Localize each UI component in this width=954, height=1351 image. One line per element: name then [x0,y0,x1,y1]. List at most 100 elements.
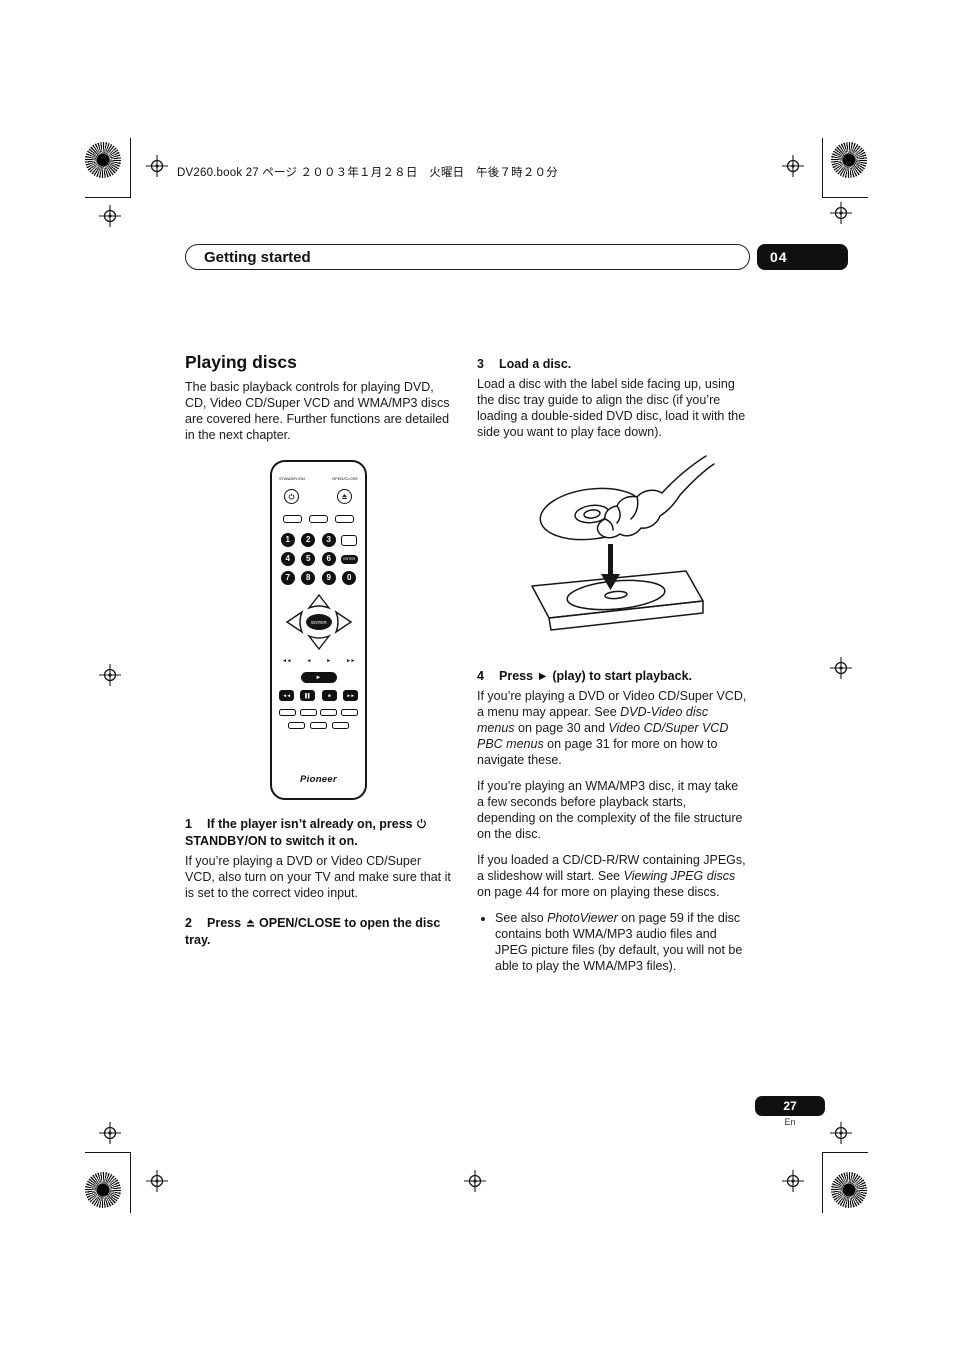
step-text: If the player isn’t already on, press [207,817,417,831]
step-text: STANDBY/ON to switch it on. [185,834,358,848]
notes-list: See also PhotoViewer on page 59 if the d… [483,910,747,974]
right-column: 3 Load a disc. Load a disc with the label… [477,354,747,974]
crop-mark [130,138,132,198]
remote-oval-button [340,709,358,716]
digit-key: 8 [301,571,316,585]
note-item: See also PhotoViewer on page 59 if the d… [495,910,747,974]
step-1-body: If you’re playing a DVD or Video CD/Supe… [185,854,451,900]
left-column: Playing discs The basic playback control… [185,352,452,952]
step-4-paragraph: If you’re playing a DVD or Video CD/Supe… [477,689,747,767]
step-number: 1 [185,817,192,831]
halftone-patch-top-left [85,142,121,178]
standby-icon [416,817,427,833]
hand-icon [596,455,715,539]
prev-button: ◄◄ [279,690,294,701]
remote-oval-button [309,515,328,523]
remote-cursor-pad: ENTER [285,593,352,651]
registration-mark-icon [830,202,852,224]
registration-mark-icon [99,664,121,686]
halftone-patch-bottom-left [85,1172,121,1208]
registration-mark-icon [99,205,121,227]
registration-mark-icon [146,1170,168,1192]
registration-mark-icon [830,657,852,679]
remote-oval-button [320,709,338,716]
registration-mark-icon [99,1122,121,1144]
next-button: ►► [342,690,358,701]
chapter-title: Getting started [204,248,311,266]
step-4-paragraph: If you’re playing an WMA/MP3 disc, it ma… [477,779,743,841]
chapter-title-bar: Getting started [185,244,750,270]
play-button: ► [300,672,337,683]
play-icon: ► [315,674,322,681]
remote-small-ovals-row [285,722,352,729]
digit-key: 6 [321,552,336,566]
step-text: Press ► (play) to start playback. [499,669,692,683]
digit-key: 7 [280,571,295,585]
spacer [279,732,358,766]
remote-oval-button [309,722,327,729]
openclose-label: OPEN/CLOSE [331,476,358,481]
standby-label: STANDBY/ON [279,476,305,481]
registration-mark-icon [146,155,168,177]
registration-mark-icon [830,1122,852,1144]
remote-number-pad: 1 2 3 4 5 6 ENTER 7 8 9 0 [279,533,358,585]
digit-key: 3 [321,533,336,547]
crop-mark [822,138,824,198]
scan-back-icon: ◄◄ [282,658,291,664]
digit-key: 5 [301,552,316,566]
enter-center-button [305,614,332,630]
crop-mark [822,1152,868,1154]
page-number: 27 [783,1099,797,1113]
remote-oval-button [279,709,296,716]
step-number: 2 [185,916,192,930]
chapter-number: 04 [770,249,788,265]
step-number: 3 [477,357,484,371]
remote-function-ovals [279,515,358,523]
section-title: Playing discs [185,352,297,372]
step-text: Press [207,916,245,930]
enter-center-label: ENTER [311,620,327,625]
step-1-heading: 1 If the player isn’t already on, press S… [185,816,452,849]
digit-key: 1 [280,533,295,547]
crop-mark [822,1153,824,1213]
registration-mark-icon [782,1170,804,1192]
print-file-header: DV260.book 27 ページ ２００３年１月２８日 火曜日 午後７時２０分 [177,167,558,179]
registration-mark-icon [464,1170,486,1192]
stop-button: ■ [321,690,337,701]
intro-paragraph: The basic playback controls for playing … [185,380,450,442]
remote-oval-button [299,709,317,716]
step-text: Load a disc. [499,357,572,371]
eject-icon [245,916,256,932]
remote-top-row: STANDBY/ON OPEN/CLOSE [279,471,358,504]
step-3-body: Load a disc with the label side facing u… [477,377,746,439]
step-3-heading: 3 Load a disc. [477,356,747,372]
remote-standby-group: STANDBY/ON [279,471,305,504]
halftone-patch-bottom-right [831,1172,867,1208]
chapter-number-badge: 04 [757,244,848,270]
crop-mark [822,197,868,199]
remote-small-ovals-row [279,709,358,716]
remote-scan-row: ◄◄ ◄ ► ►► [279,653,358,669]
disc-tray-icon [531,570,704,631]
remote-clear-button [341,534,358,546]
digit-key: 0 [342,571,357,585]
step-back-icon: ◄ [306,658,311,664]
registration-mark-icon [782,155,804,177]
step-fwd-icon: ► [326,658,331,664]
scan-fwd-icon: ►► [346,658,355,664]
page-number-badge: 27 [755,1096,825,1116]
page-language-label: En [784,1117,796,1127]
crop-mark [85,197,131,199]
remote-oval-button [287,722,305,729]
remote-openclose-group: OPEN/CLOSE [332,471,358,504]
pause-button: ▌▌ [300,690,316,701]
crop-mark [85,1152,131,1154]
remote-oval-button [332,722,350,729]
enter-key: ENTER [340,554,358,564]
standby-button-icon [284,489,300,504]
brand-logo: Pioneer [300,774,337,785]
crop-mark [130,1153,132,1213]
